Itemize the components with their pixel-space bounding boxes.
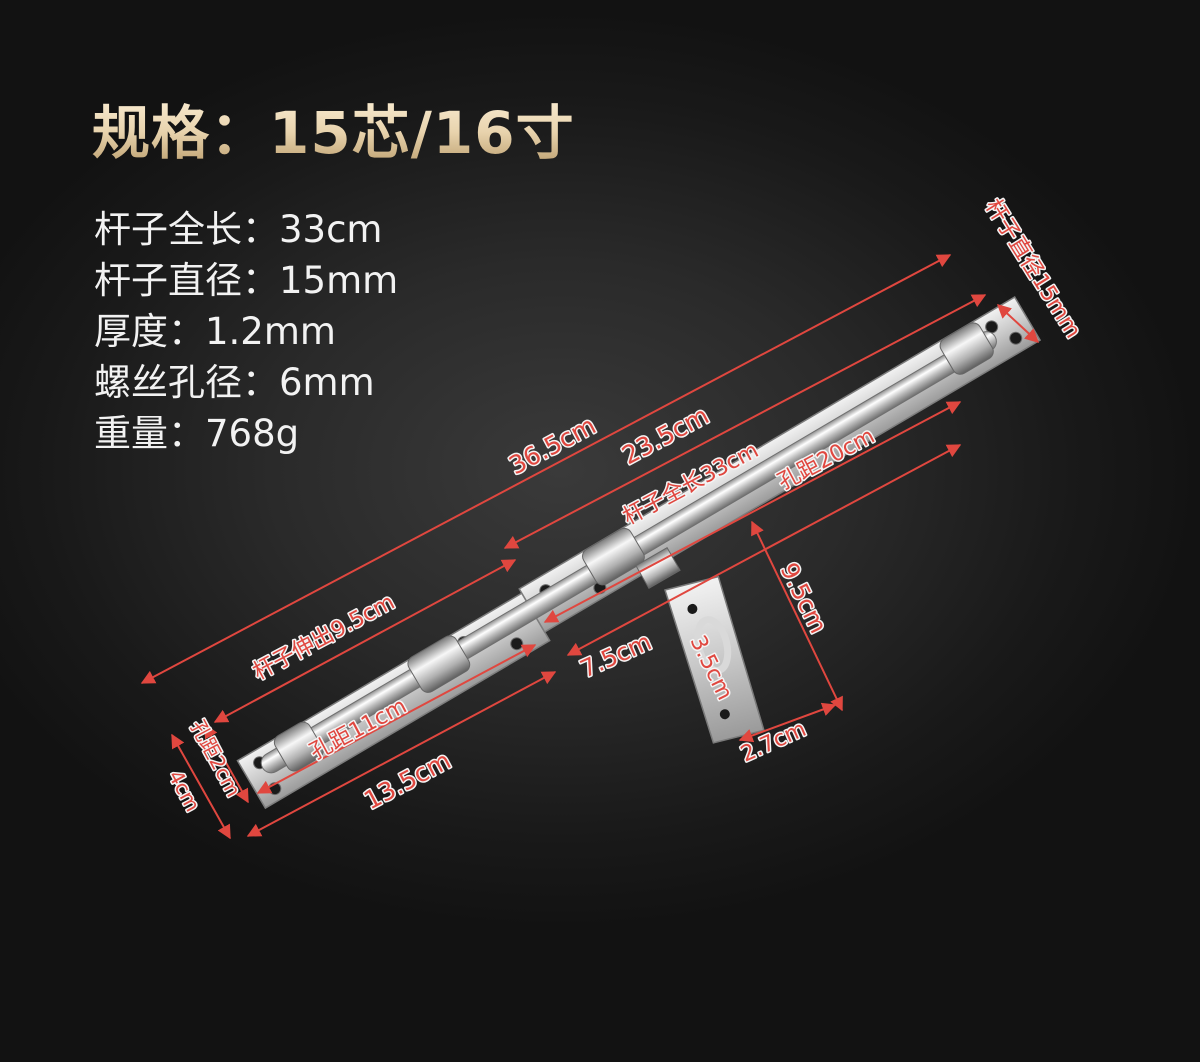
dim-handle-length: 9.5cm [775, 558, 833, 637]
dim-rod-extension: 杆子伸出9.5cm [249, 590, 399, 686]
spec-rod-length: 杆子全长：33cm [94, 208, 383, 251]
dim-overall-length: 36.5cm [504, 411, 600, 481]
spec-title: 规格：15芯/16寸 [92, 86, 575, 170]
dim-lower-plate-length: 13.5cm [359, 746, 455, 816]
dim-handle-offset: 7.5cm [576, 627, 656, 683]
dimension-lines [140, 254, 1040, 840]
dim-plate-width: 4cm [164, 766, 205, 815]
dim-upper-plate-length: 23.5cm [617, 401, 713, 471]
